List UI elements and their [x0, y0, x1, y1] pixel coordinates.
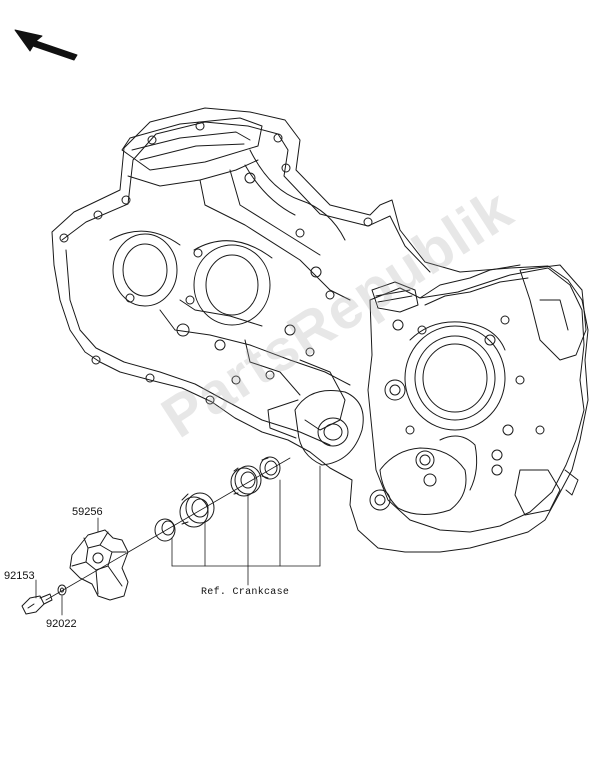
- part-label-bolt: 92153: [4, 570, 35, 582]
- oil-seal: [259, 456, 281, 480]
- arrow-up-left-icon: [14, 29, 78, 61]
- washer: [57, 584, 67, 596]
- part-label-impeller: 59256: [72, 506, 103, 518]
- reference-label: Ref. Crankcase: [201, 587, 290, 598]
- mechanical-seal: [179, 492, 215, 528]
- crankcase: [51, 107, 589, 553]
- leader-lines: [35, 465, 321, 616]
- side-housing: [367, 264, 587, 533]
- bolt: [21, 593, 53, 615]
- seal-ring: [154, 518, 176, 542]
- impeller: [69, 529, 129, 601]
- part-label-washer: 92022: [46, 618, 77, 630]
- ball-bearing: [230, 465, 262, 497]
